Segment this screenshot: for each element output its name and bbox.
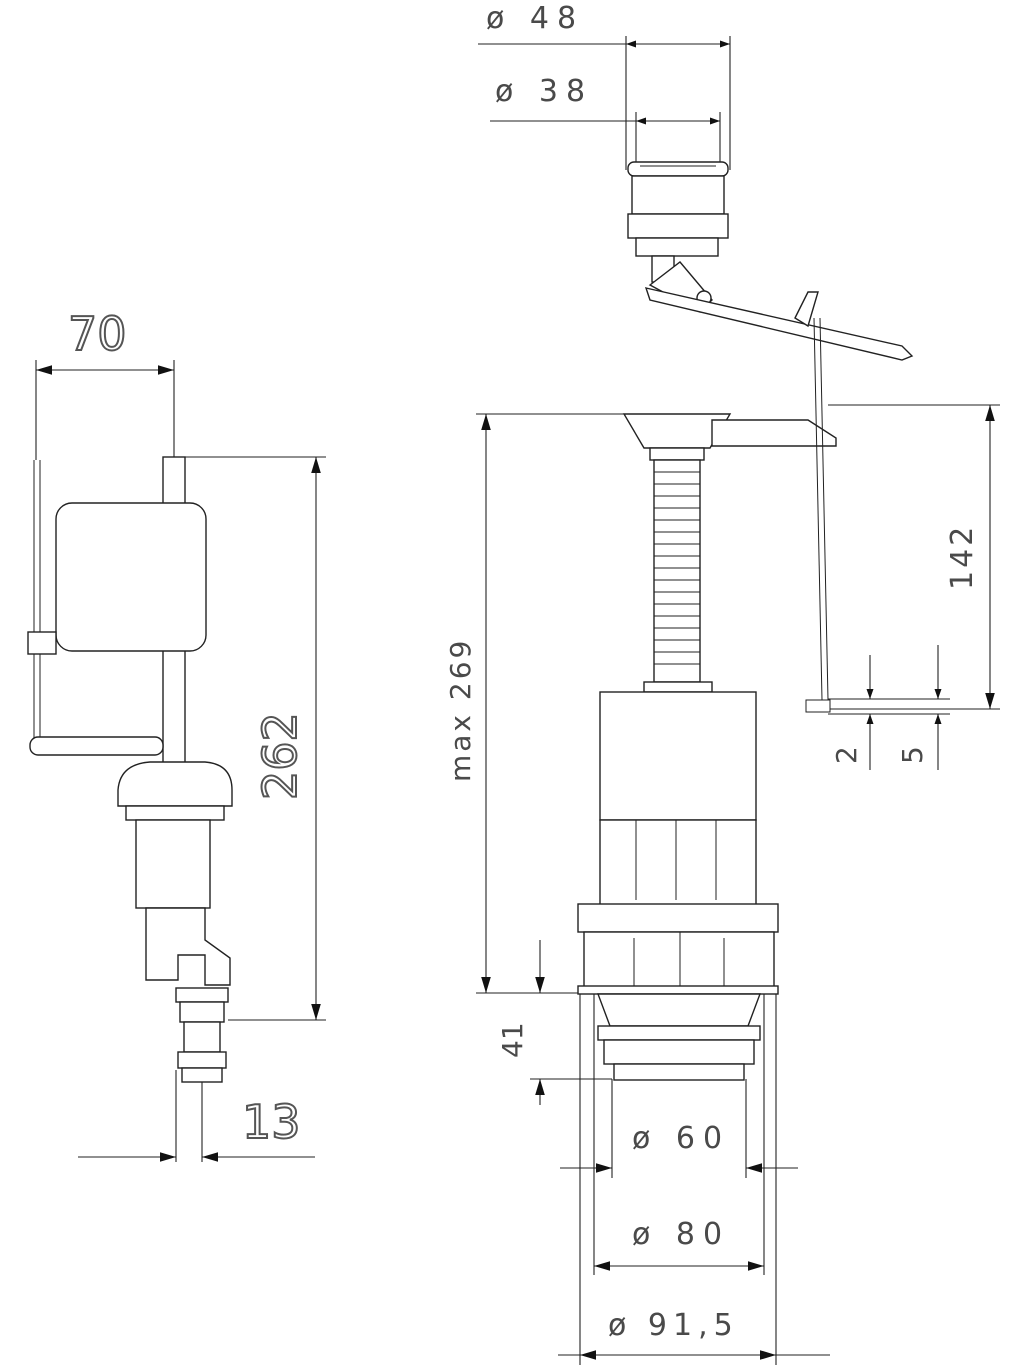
dim-chain-2: 2	[830, 746, 863, 764]
push-button-drawing: ø 48 ø 38	[478, 1, 914, 361]
dim-push-button-38: ø 38	[495, 74, 593, 109]
flush-valve-drawing: max 269 142 2 5 41 ø 60 ø 80	[444, 317, 1000, 1365]
flush-valve-body	[577, 317, 837, 1081]
dim-push-button-48: ø 48	[486, 1, 584, 36]
dim-inlet-13: 13	[242, 1095, 301, 1149]
tube-ribs	[654, 471, 700, 665]
dim-flush-valve-269: max 269	[444, 638, 477, 782]
dim-chain-5: 5	[896, 746, 929, 764]
dim-height-262: 262	[253, 712, 307, 800]
dim-chain-142: 142	[945, 524, 980, 590]
dim-seal-41: 41	[496, 1022, 529, 1058]
fill-valve-body	[27, 456, 233, 1083]
dim-outlet-60: ø 60	[632, 1121, 730, 1156]
dim-width-70: 70	[68, 307, 127, 361]
dim-outlet-80: ø 80	[632, 1217, 730, 1252]
dim-outlet-91-5: ø 91,5	[608, 1308, 739, 1343]
fill-valve-drawing: 70 262 13	[27, 306, 326, 1162]
push-button-body	[627, 161, 914, 361]
